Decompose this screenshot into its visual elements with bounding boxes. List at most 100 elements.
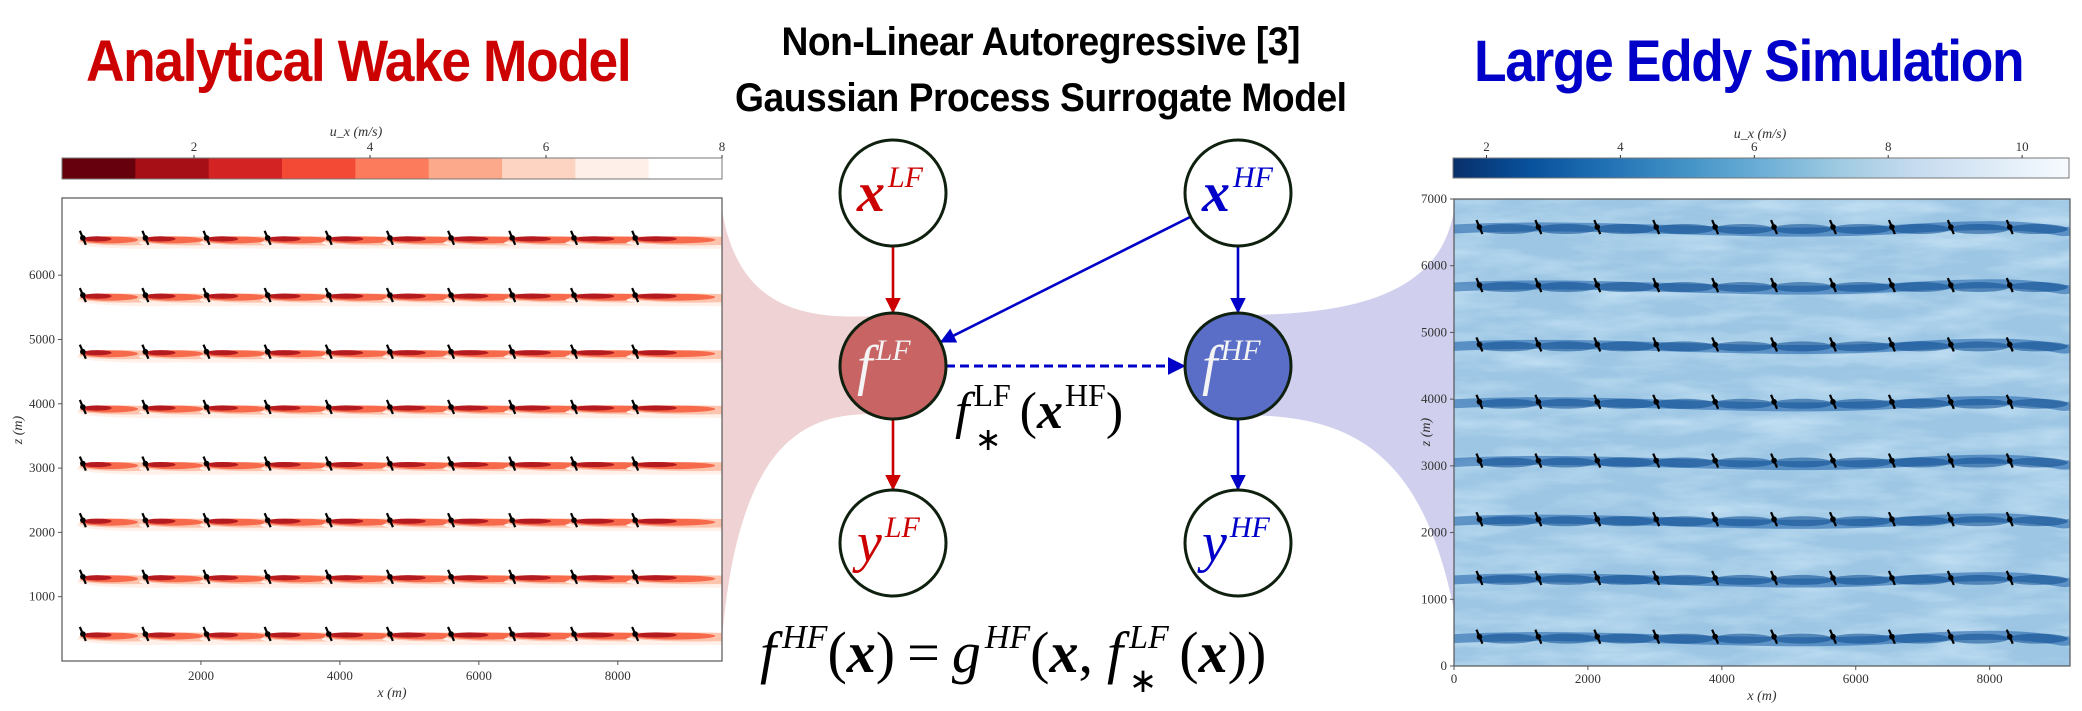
- les-turbine: [1475, 453, 1538, 468]
- colorbar-left-level: [502, 158, 576, 179]
- wake-turbine: [626, 399, 722, 418]
- les-turbine: [1534, 337, 1597, 352]
- title-nargp-line1: Non-Linear Autoregressive [3]: [0, 20, 2082, 65]
- les-turbine: [1946, 219, 2009, 235]
- les-turbine: [1828, 511, 1891, 527]
- colorbar-left-tick-label: 6: [543, 139, 550, 154]
- les-turbine: [1593, 453, 1656, 468]
- node-circle: [838, 311, 948, 421]
- wake-turbine: [626, 344, 722, 363]
- les-turbine: [1828, 453, 1891, 468]
- les-turbine: [1946, 453, 2009, 468]
- les-turbine: [1946, 570, 2009, 586]
- colorbar-left-tick-label: 2: [191, 139, 198, 154]
- node-circle: [838, 488, 948, 598]
- les-turbine: [1711, 394, 1774, 410]
- title-nargp-line2-text: Gaussian Process Surrogate Model: [735, 76, 1347, 120]
- colorbar-right-tick-label: 2: [1483, 139, 1490, 154]
- lf-connector-band: [722, 210, 893, 640]
- les-turbine: [1534, 219, 1597, 235]
- colorbar-left-level: [135, 158, 210, 179]
- les-turbine: [1946, 394, 2009, 410]
- les-turbine: [1887, 277, 1950, 293]
- les-turbine: [1828, 277, 1891, 293]
- les-x-tick-label: 2000: [1575, 671, 1601, 686]
- wake-y-tick-label: 6000: [29, 267, 55, 282]
- colorbar-left-level: [62, 158, 136, 179]
- les-turbine: [1946, 629, 2009, 645]
- wake-turbine: [626, 230, 722, 249]
- wake-x-tick-label: 6000: [466, 668, 492, 683]
- les-turbine: [1534, 394, 1597, 410]
- les-y-tick-label: 7000: [1421, 191, 1447, 206]
- title-large-eddy-simulation: Large Eddy Simulation: [1474, 29, 2025, 94]
- wake-turbine: [626, 569, 722, 588]
- les-turbulence-texture: [1454, 199, 2070, 666]
- graph-edges: [885, 215, 1246, 491]
- les-turbine: [1828, 570, 1891, 586]
- les-turbine: [1770, 277, 1833, 293]
- les-turbine: [2005, 511, 2068, 527]
- les-turbine: [1770, 337, 1833, 352]
- les-turbine: [1711, 570, 1774, 586]
- les-turbine: [1946, 337, 2009, 352]
- colorbar-left-level: [648, 158, 723, 179]
- les-turbine: [1475, 219, 1538, 235]
- les-turbine: [1887, 511, 1950, 527]
- les-turbine: [1652, 453, 1715, 468]
- les-turbine: [1593, 629, 1656, 645]
- colorbar-right-tick-label: 10: [2016, 139, 2029, 154]
- les-turbine: [1534, 453, 1597, 468]
- les-turbine: [1711, 629, 1774, 645]
- les-turbine: [1711, 219, 1774, 235]
- colorbar-right-tick-label: 8: [1885, 139, 1892, 154]
- les-turbine: [1887, 394, 1950, 410]
- les-turbine: [1534, 511, 1597, 527]
- wake-turbine: [626, 287, 722, 307]
- les-turbine: [2005, 394, 2068, 410]
- les-turbine: [2005, 570, 2068, 586]
- node-circle: [1183, 488, 1293, 598]
- les-y-axis-label: z (m): [1419, 417, 1434, 447]
- les-turbine: [1652, 570, 1715, 586]
- les-turbine: [1652, 394, 1715, 410]
- les-turbine: [1593, 277, 1656, 293]
- les-turbine: [2005, 629, 2068, 645]
- les-turbine: [1887, 219, 1950, 235]
- colorbar-left-level: [208, 158, 283, 179]
- les-turbine: [1652, 629, 1715, 645]
- wake-y-tick-label: 3000: [29, 460, 55, 475]
- les-turbine: [1652, 511, 1715, 527]
- les-turbine: [2005, 337, 2068, 352]
- les-turbine: [1475, 394, 1538, 410]
- colorbar-right-tick-label: 4: [1617, 139, 1624, 154]
- les-y-tick-label: 0: [1441, 658, 1448, 673]
- les-y-tick-label: 1000: [1421, 591, 1447, 606]
- les-y-tick-label: 2000: [1421, 525, 1447, 540]
- colorbar-left-level: [575, 158, 650, 179]
- node-circle: [838, 138, 948, 248]
- les-y-tick-label: 5000: [1421, 324, 1447, 339]
- les-turbine: [1887, 570, 1950, 586]
- les-turbine: [1711, 277, 1774, 293]
- les-turbine: [1652, 277, 1715, 293]
- les-x-tick-label: 4000: [1709, 671, 1735, 686]
- wake-x-tick-label: 2000: [188, 668, 214, 683]
- les-turbine: [1770, 629, 1833, 645]
- colorbar-right-label: u_x (m/s): [1734, 127, 1787, 142]
- les-x-tick-label: 8000: [1977, 671, 2003, 686]
